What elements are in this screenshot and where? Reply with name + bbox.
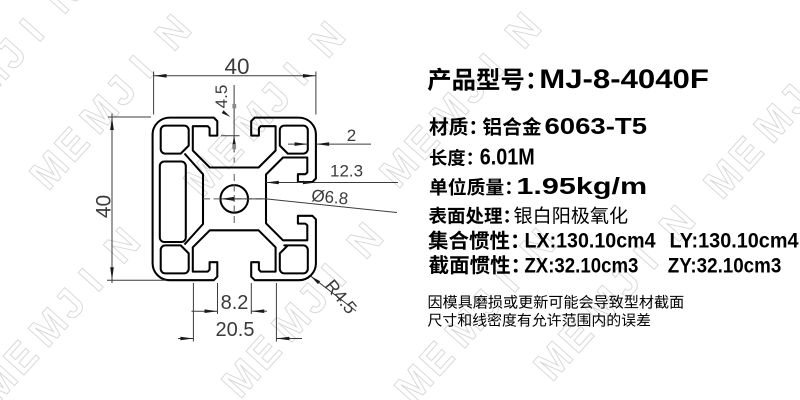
svg-text:2: 2 [347,126,356,145]
svg-text:6063-T5: 6063-T5 [545,113,648,139]
svg-text:6.01M: 6.01M [480,144,535,170]
svg-text:8.2: 8.2 [221,292,249,314]
svg-text:40: 40 [93,195,116,218]
svg-text:MJ-8-4040F: MJ-8-4040F [539,64,709,94]
svg-text:20.5: 20.5 [216,319,255,341]
svg-text:4.5: 4.5 [212,85,231,109]
svg-text:12.3: 12.3 [330,162,363,181]
svg-text:ZY:32.10cm3: ZY:32.10cm3 [668,255,782,278]
svg-text:Ø6.8: Ø6.8 [311,186,350,208]
svg-text:1.95kg/m: 1.95kg/m [516,173,647,199]
svg-text:40: 40 [224,54,249,79]
svg-text:LX:130.10cm4: LX:130.10cm4 [525,230,656,253]
svg-text:LY:130.10cm4: LY:130.10cm4 [670,230,799,253]
svg-text:ZX:32.10cm3: ZX:32.10cm3 [524,255,638,278]
